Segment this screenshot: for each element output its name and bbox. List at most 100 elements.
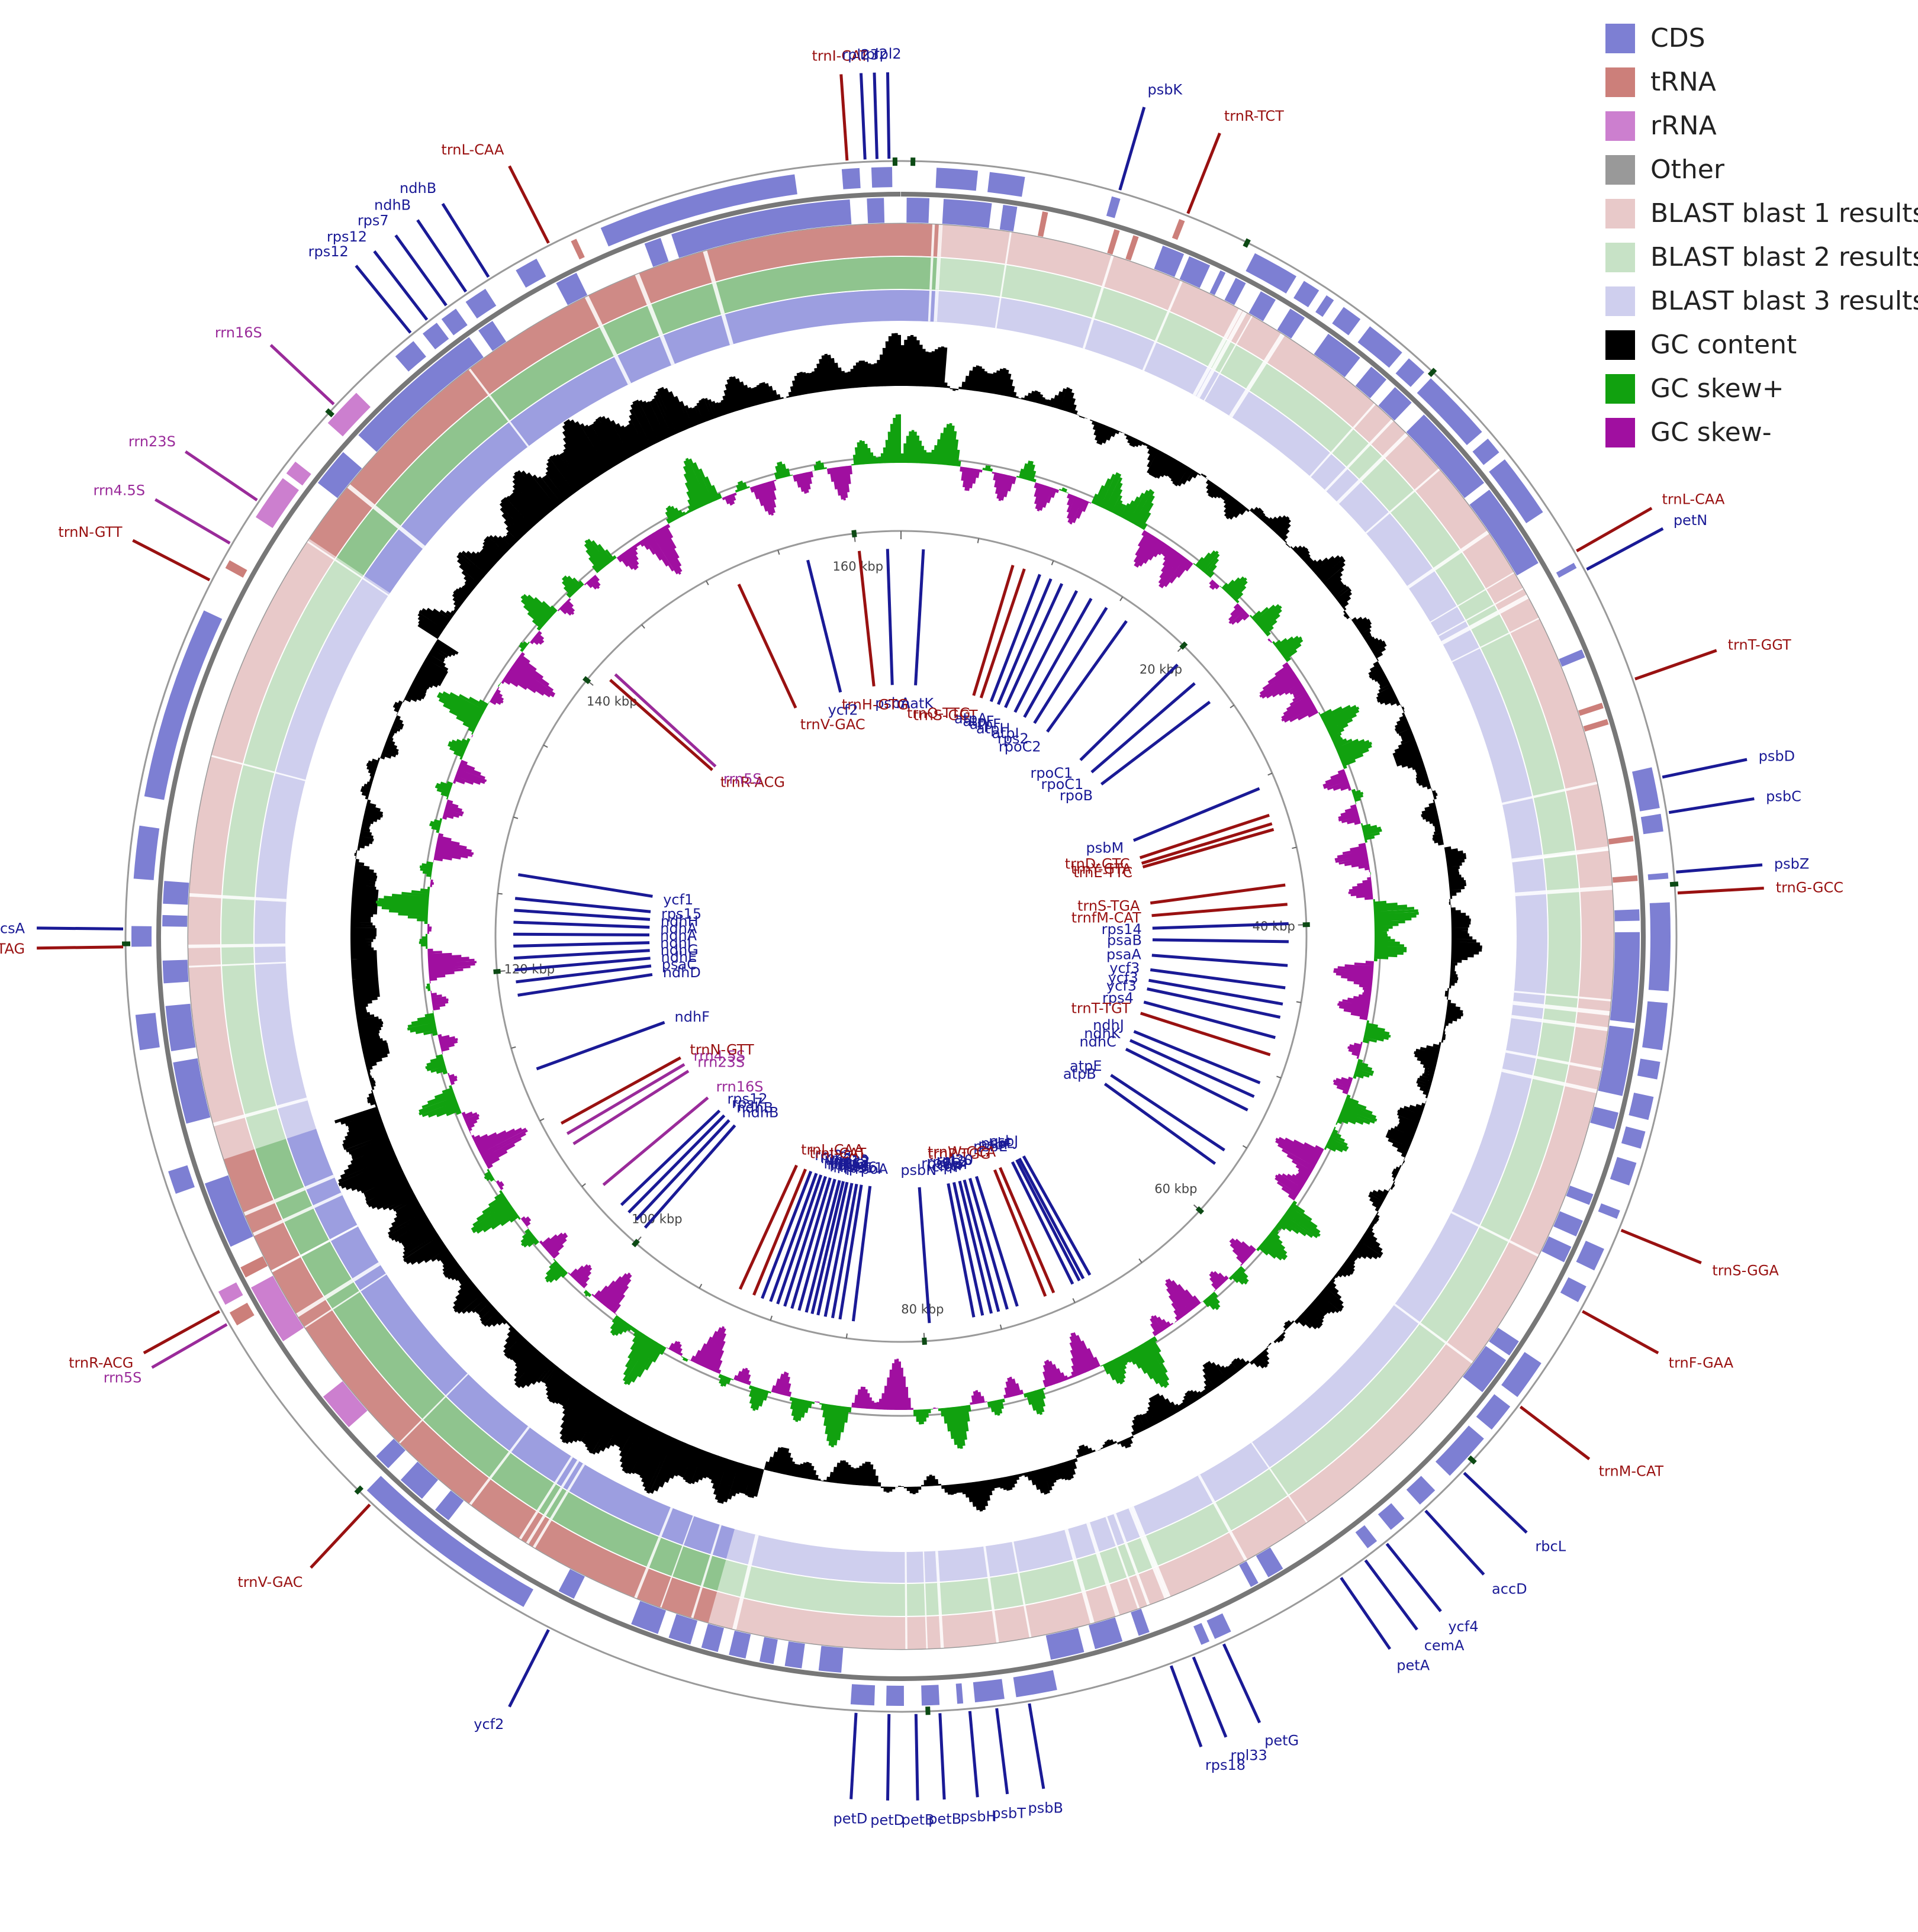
- gene-leader-line: [1140, 1012, 1271, 1057]
- gene-leader-line: [979, 568, 1026, 698]
- gene-leader-line: [1100, 700, 1211, 785]
- gene-leader-line: [1151, 903, 1288, 917]
- blast-gap: [1543, 852, 1576, 859]
- blast-gap: [1106, 1585, 1118, 1617]
- blast-gap: [1136, 1574, 1150, 1605]
- blast-gap: [1510, 617, 1540, 633]
- legend-label: BLAST blast 3 results: [1650, 286, 1918, 316]
- scale-label: 160 kbp: [833, 559, 884, 574]
- blast-gap: [1131, 1506, 1146, 1536]
- gene-leader-line: [1364, 1559, 1418, 1631]
- gene-leader-line: [373, 250, 429, 321]
- gene-label: petD: [834, 1811, 868, 1827]
- gene-label: ycf4: [1448, 1618, 1478, 1635]
- legend-swatch-icon: [1605, 243, 1635, 272]
- gene-label: trnM-CAT: [1599, 1463, 1664, 1479]
- gene-label: rpl2: [860, 46, 888, 63]
- gene-leader-line: [947, 1183, 976, 1318]
- gene-leader-line: [1147, 987, 1281, 1019]
- gene-leader-line: [797, 1178, 836, 1311]
- blast-gap: [1211, 340, 1231, 371]
- scale-tick: [1138, 1258, 1143, 1263]
- blast-gap: [935, 257, 941, 290]
- gene-label: trnV-GAC: [800, 716, 865, 733]
- blast-gap: [1082, 318, 1095, 349]
- blast-gap: [347, 484, 375, 508]
- blast-gap: [543, 1487, 563, 1516]
- blast-gap: [905, 1583, 907, 1616]
- gene-label: cemA: [1424, 1637, 1465, 1654]
- feature-block-reverse: [1256, 1547, 1283, 1577]
- gene-label: psbM: [1086, 839, 1124, 856]
- feature-block-reverse: [1107, 229, 1120, 255]
- blast-gap: [1152, 1567, 1169, 1599]
- blast-gap: [1017, 1573, 1026, 1605]
- blast-gap: [1407, 568, 1435, 589]
- blast-gap: [1213, 1502, 1231, 1532]
- feature-block-forward: [516, 259, 546, 288]
- feature-block-reverse: [162, 915, 188, 927]
- gene-leader-line: [310, 1503, 371, 1569]
- feature-block-reverse: [240, 1256, 268, 1278]
- blast-gap: [243, 763, 275, 774]
- feature-block-forward: [1172, 218, 1185, 240]
- blast-gap: [1575, 1023, 1608, 1032]
- feature-block-forward: [1648, 902, 1671, 991]
- blast-gap: [584, 295, 603, 327]
- blast-gap: [1533, 788, 1565, 798]
- gene-leader-line: [517, 973, 653, 997]
- gene-label: psbA: [875, 695, 910, 711]
- legend-swatch-icon: [1605, 67, 1635, 97]
- gene-label: rpl16: [823, 1155, 860, 1172]
- feature-block-forward: [1417, 378, 1482, 445]
- feature-block-forward: [1206, 1613, 1231, 1639]
- blast-gap: [1433, 549, 1462, 571]
- scale-marker: [1179, 641, 1188, 650]
- gene-leader-line: [517, 873, 653, 898]
- blast-gap: [992, 1611, 999, 1643]
- legend-item: CDS: [1605, 20, 1913, 64]
- gene-leader-line: [914, 549, 925, 685]
- gene-leader-line: [761, 1170, 813, 1299]
- gene-leader-line: [1015, 1159, 1081, 1281]
- feature-block-forward: [144, 610, 223, 800]
- feature-block-reverse: [162, 959, 189, 984]
- blast-gap: [533, 1519, 552, 1548]
- blast-gap: [1515, 890, 1546, 897]
- blast-gap: [1263, 333, 1285, 363]
- gene-label: rps4: [1102, 990, 1134, 1006]
- gene-label: psbK: [1147, 81, 1183, 98]
- scale-tick: [1292, 846, 1297, 849]
- blast-gap: [1441, 626, 1470, 645]
- blast-gap: [330, 1225, 358, 1241]
- gene-leader-line: [989, 574, 1041, 703]
- gene-leader-line: [1150, 968, 1286, 990]
- gene-label: psbT: [992, 1805, 1026, 1822]
- gene-leader-line: [886, 1714, 891, 1801]
- gene-leader-line: [614, 673, 717, 768]
- blast-gap: [373, 505, 401, 529]
- gene-label: rps12: [308, 243, 349, 260]
- feature-block-reverse: [759, 1637, 778, 1664]
- gene-leader-line: [1023, 597, 1093, 718]
- feature-block-forward: [1576, 1241, 1604, 1271]
- gene-label: rpl2: [874, 46, 902, 62]
- feature-block-reverse: [400, 1461, 439, 1499]
- blast-gap: [1501, 1068, 1533, 1079]
- blast-gap: [647, 304, 664, 336]
- gene-leader-line: [1222, 1643, 1261, 1724]
- blast-gap: [1389, 490, 1415, 513]
- gene-leader-line: [995, 1708, 1009, 1795]
- feature-block-forward: [229, 1302, 255, 1326]
- marker-tick: [1427, 368, 1437, 378]
- gene-leader-line: [269, 344, 335, 405]
- feature-block-reverse: [1154, 246, 1185, 278]
- gene-leader-line: [1118, 107, 1146, 191]
- blast-gap: [1219, 344, 1237, 373]
- feature-block-forward: [1472, 439, 1499, 465]
- gene-leader-line: [560, 1056, 681, 1125]
- blast-gap: [1537, 1056, 1569, 1065]
- gene-leader-line: [1519, 1405, 1591, 1461]
- blast-gap: [1514, 990, 1545, 996]
- gene-label: trnP-TGG: [928, 1146, 990, 1163]
